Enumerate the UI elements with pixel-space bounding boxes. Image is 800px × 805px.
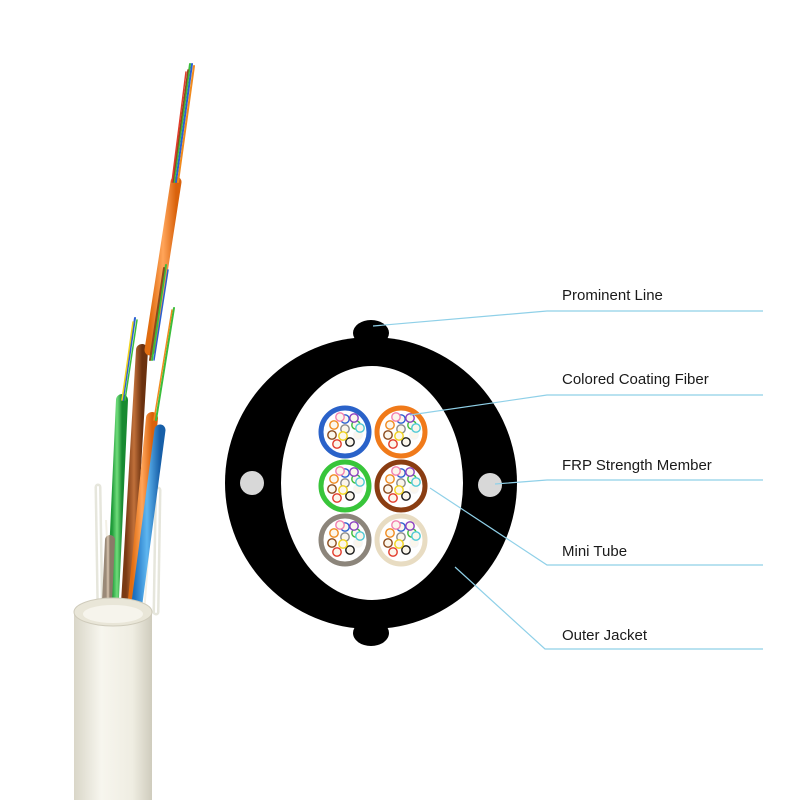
mini-tube-grey	[318, 513, 372, 567]
label-colored-coating-fiber: Colored Coating Fiber	[562, 371, 709, 388]
fiber-7	[332, 547, 342, 557]
fiber-10	[349, 413, 359, 423]
fiber-11	[391, 520, 401, 530]
fiber-8	[345, 437, 355, 447]
fiber-12	[411, 477, 421, 487]
fiber-2	[329, 420, 339, 430]
mini-tube-blue	[318, 405, 372, 459]
fiber-8	[345, 545, 355, 555]
frp-left	[240, 471, 264, 495]
fiber-12	[355, 477, 365, 487]
cable-sheath	[73, 597, 153, 800]
fiber-10	[405, 413, 415, 423]
fiber-11	[391, 412, 401, 422]
fiber-10	[349, 467, 359, 477]
fiber-8	[345, 491, 355, 501]
label-mini-tube: Mini Tube	[562, 543, 628, 560]
fiber-2	[329, 474, 339, 484]
fiber-4	[327, 538, 337, 548]
mini-tube-brown	[374, 459, 428, 513]
mini-tube-green	[318, 459, 372, 513]
fiber-4	[327, 484, 337, 494]
fiber-10	[405, 521, 415, 531]
fiber-7	[332, 493, 342, 503]
leader-mini-tube	[429, 487, 763, 566]
fiber-10	[405, 467, 415, 477]
fiber-2	[385, 420, 395, 430]
frp-rods	[94, 483, 162, 616]
inner-cavity	[281, 366, 463, 600]
leader-outer-jacket	[454, 566, 763, 650]
fiber-12	[411, 531, 421, 541]
mini-tube-orange	[374, 405, 428, 459]
fiber-8	[401, 437, 411, 447]
fiber-2	[385, 474, 395, 484]
label-frp-strength-member: FRP Strength Member	[562, 457, 712, 474]
fiber-7	[388, 439, 398, 449]
leader-frp-strength-member	[494, 479, 763, 485]
fiber-4	[383, 430, 393, 440]
fiber-9	[394, 539, 404, 549]
fiber-9	[394, 431, 404, 441]
orange-tube-long	[144, 176, 182, 356]
fiber-9	[338, 485, 348, 495]
fiber-4	[383, 538, 393, 548]
fiber-9	[338, 431, 348, 441]
fiber-9	[394, 485, 404, 495]
fiber-10	[349, 521, 359, 531]
fiber-11	[335, 412, 345, 422]
fiber-11	[335, 466, 345, 476]
mini-tube-natural	[374, 513, 428, 567]
leader-prominent-line	[372, 310, 763, 327]
fiber-8	[401, 545, 411, 555]
fiber-7	[332, 439, 342, 449]
fiber-8	[401, 491, 411, 501]
fiber-4	[383, 484, 393, 494]
fiber-12	[355, 531, 365, 541]
label-outer-jacket: Outer Jacket	[562, 627, 648, 644]
exposed-fibers	[121, 63, 195, 421]
frp-right	[478, 473, 502, 497]
fiber-4	[327, 430, 337, 440]
leader-lines	[372, 310, 763, 650]
fiber-2	[329, 528, 339, 538]
fiber-12	[411, 423, 421, 433]
fiber-2	[385, 528, 395, 538]
fiber-7	[388, 493, 398, 503]
mini-tube-group	[318, 405, 428, 567]
fiber-7	[388, 547, 398, 557]
mini-tubes-exposed	[101, 344, 166, 631]
fiber-9	[338, 539, 348, 549]
cable-illustration	[73, 63, 195, 800]
fiber-11	[335, 520, 345, 530]
leader-colored-coating-fiber	[409, 394, 763, 416]
fiber-12	[355, 423, 365, 433]
fiber-11	[391, 466, 401, 476]
cross-section	[225, 320, 517, 646]
label-prominent-line: Prominent Line	[562, 287, 663, 304]
